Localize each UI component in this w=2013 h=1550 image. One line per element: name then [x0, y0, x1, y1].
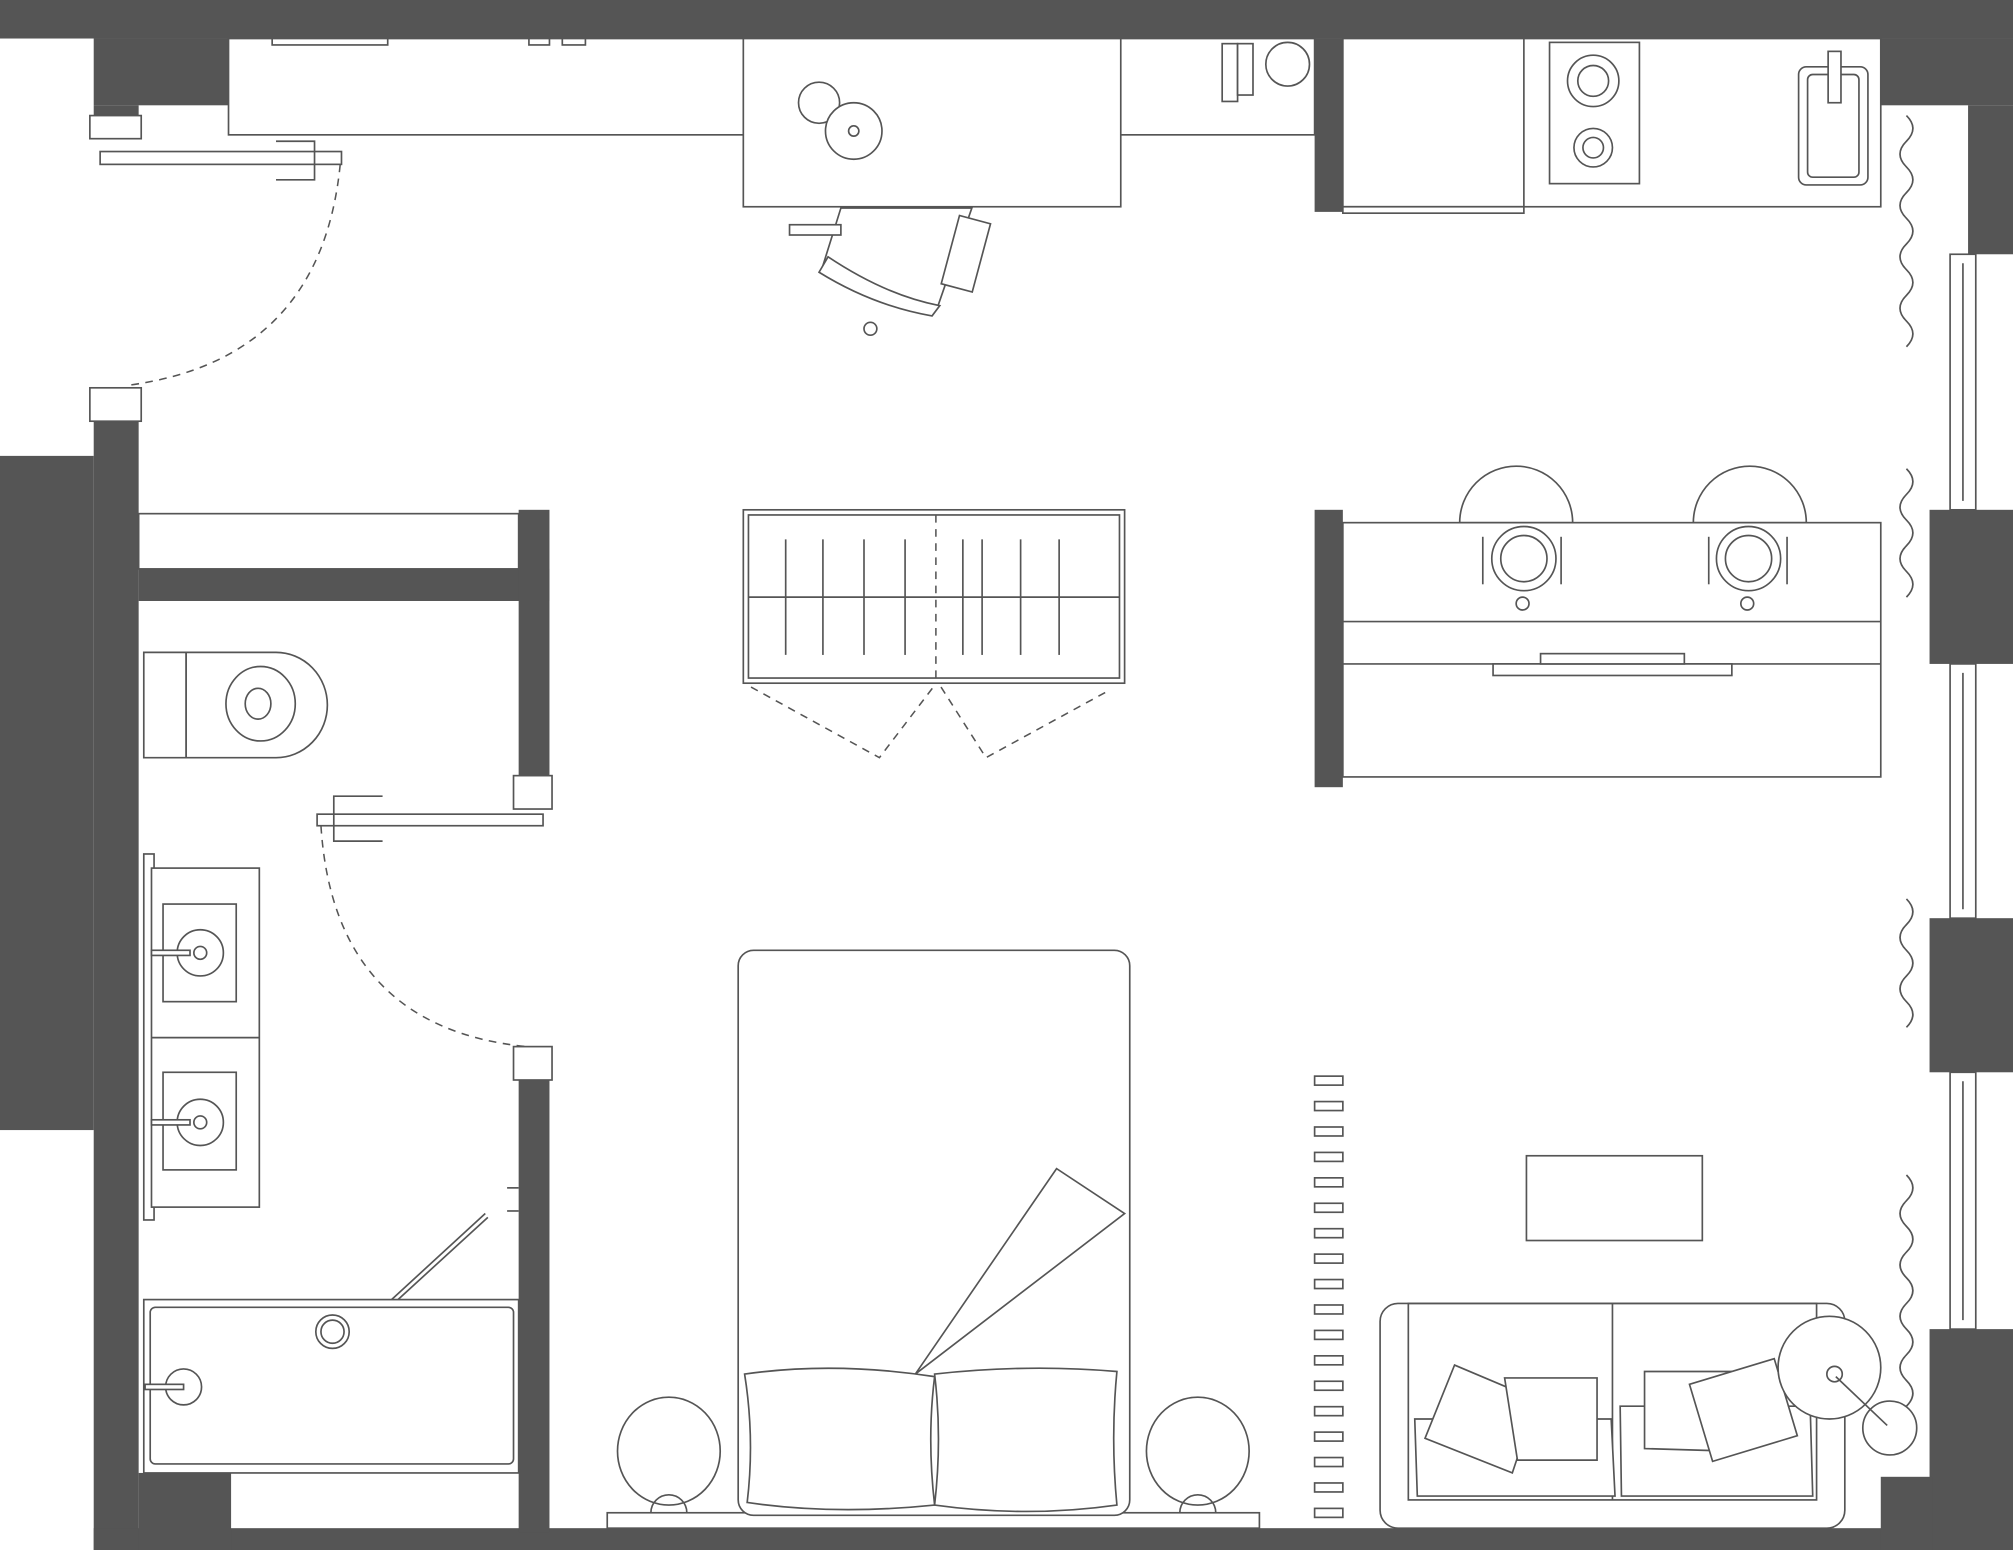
curtains [1899, 114, 1914, 1407]
radiator-fin [1313, 1507, 1344, 1519]
radiator-fin [1313, 1227, 1344, 1239]
radiator-fin [1313, 1202, 1344, 1214]
kitchenette [1342, 37, 1882, 215]
dining-table [1342, 465, 1882, 778]
nightstand-left [616, 1396, 722, 1506]
entry-door[interactable] [89, 114, 343, 423]
radiator-fin [1313, 1304, 1344, 1315]
radiator-fin [1313, 1177, 1344, 1188]
radiator-fin [1313, 1151, 1344, 1163]
radiator-fin [1313, 1100, 1344, 1112]
toilet [142, 651, 329, 759]
radiator-fin [1313, 1431, 1344, 1442]
cooktop [1548, 41, 1641, 185]
radiator-fin [1313, 1329, 1344, 1341]
radiator-fin [1313, 1278, 1344, 1290]
double-vanity [142, 853, 261, 1221]
double-bed[interactable] [606, 949, 1261, 1530]
bathroom-door [316, 774, 553, 1081]
windows [1949, 253, 1977, 1330]
coffee-table [1525, 1154, 1704, 1242]
sofa-area[interactable] [1379, 1154, 1918, 1530]
radiator-fin [1313, 1253, 1344, 1264]
radiator-fin [1313, 1482, 1344, 1493]
radiator-fin [1313, 1354, 1344, 1366]
radiator-fin [1313, 1456, 1344, 1468]
bathroom [137, 512, 553, 1474]
radiator-fin [1313, 1075, 1344, 1086]
bathtub [142, 1187, 520, 1474]
nightstand-right [1145, 1396, 1250, 1506]
radiator [1313, 1075, 1344, 1519]
radiator-fin [1313, 1126, 1344, 1137]
desk-counter [227, 37, 1316, 208]
office-chair[interactable] [788, 207, 992, 337]
wardrobe[interactable] [742, 508, 1126, 759]
radiator-fin [1313, 1380, 1344, 1392]
radiator-fin [1313, 1405, 1344, 1417]
